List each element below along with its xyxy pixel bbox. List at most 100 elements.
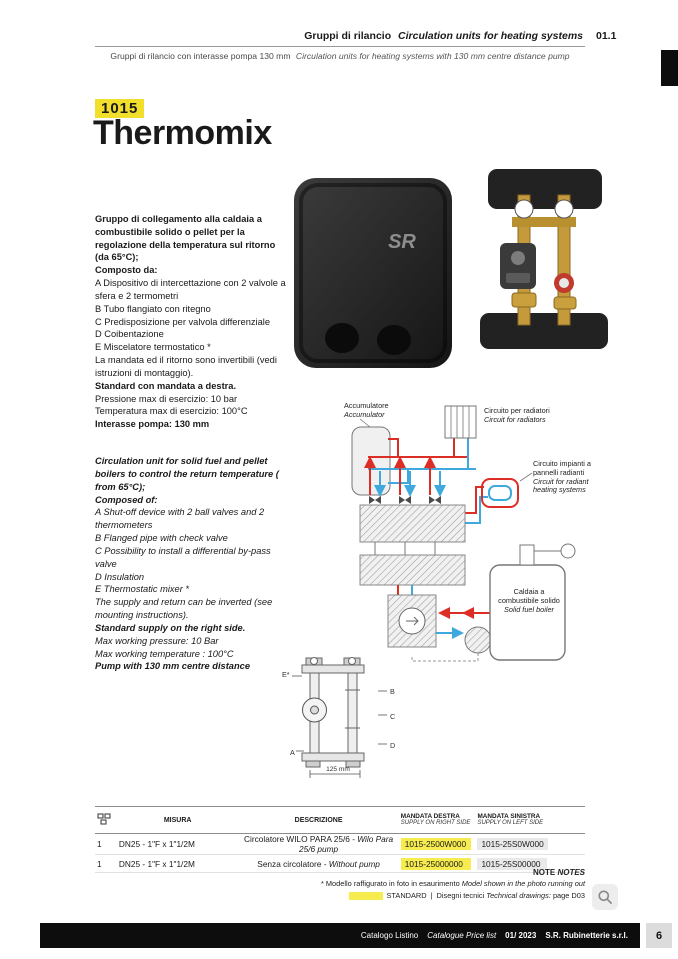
code-right-cell: 1015-2500W000 <box>400 838 478 850</box>
note-model-it: * Modello raffigurato in foto in esaurim… <box>320 879 462 888</box>
size-cell: DN25 - 1"F x 1"1/2M <box>118 839 195 849</box>
section-edge-tab <box>661 50 678 86</box>
drawings-it: Disegni tecnici <box>436 891 487 900</box>
supply-return-pipes <box>364 438 488 524</box>
schematic-drawing <box>351 405 576 662</box>
schematic-label-radiators: Circuito per radiatori Circuit for radia… <box>484 406 576 425</box>
desc-it-note-invert: La mandata ed il ritorno sono invertibil… <box>95 355 277 378</box>
desc-it-item-e: E Miscelatore termostatico * <box>95 342 211 353</box>
drawing-label-a: A <box>290 748 295 757</box>
product-table: MISURA DESCRIZIONE MANDATA DESTRA SUPPLY… <box>95 806 585 873</box>
code-left-value: 1015-25S0W000 <box>477 838 548 850</box>
left-supply-en: SUPPLY ON LEFT SIDE <box>477 820 544 827</box>
notes-title-it: NOTE <box>532 868 556 877</box>
description-cell: Circolatore WILO PARA 25/6 - Wilo Para 2… <box>236 834 400 854</box>
right-supply-it: MANDATA DESTRA <box>400 812 460 820</box>
notes-block: NOTE NOTES * Modello raffigurato in foto… <box>225 868 585 900</box>
desc-cell-it: Circolatore WILO PARA 25/6 - <box>244 834 358 844</box>
desc-cell-it: Senza circolatore - <box>257 858 329 869</box>
code-left-cell: 1015-25S0W000 <box>477 838 585 850</box>
right-supply-en: SUPPLY ON RIGHT SIDE <box>400 820 471 827</box>
boiler-label-en: Solid fuel boiler <box>504 604 554 614</box>
desc-it-item-b: B Tubo flangiato con ritegno <box>95 303 211 314</box>
footer-catalog-en: Catalogue Price list <box>427 931 497 940</box>
product-photo-unit <box>460 165 628 355</box>
search-icon[interactable] <box>592 884 618 910</box>
description-english: Circulation unit for solid fuel and pell… <box>95 455 291 673</box>
page-number: 6 <box>646 923 672 948</box>
drawing-label-b: B <box>390 687 395 696</box>
product-code-badge: 1015 <box>95 99 145 118</box>
code-right-cell: 1015-25000000 <box>400 857 478 870</box>
table-top-rule <box>95 806 585 807</box>
note-model-en: Model shown in the photo running out <box>461 879 585 888</box>
pump-group-symbol <box>387 585 437 648</box>
desc-en-item-e: E Thermostatic mixer * <box>95 584 190 595</box>
column-header-left-supply: MANDATA SINISTRA SUPPLY ON LEFT SIDE <box>477 813 585 827</box>
desc-en-intro: Circulation unit for solid fuel and pell… <box>95 456 279 492</box>
radiators-label-it: Circuito per radiatori <box>484 406 550 415</box>
table-row: 1 DN25 - 1"F x 1"1/2M Circolatore WILO P… <box>95 834 585 855</box>
boiler-label-it: Caldaia a combustibile solido <box>498 587 560 605</box>
header-rule <box>95 46 585 47</box>
desc-it-item-c: C Predisposizione per valvola differenzi… <box>95 316 271 327</box>
desc-it-intro: Gruppo di collegamento alla caldaia a co… <box>95 214 276 263</box>
accumulator-label-en: Accumulator <box>344 409 385 419</box>
note-model: * Modello raffigurato in foto in esaurim… <box>225 879 585 888</box>
desc-en-item-b: B Flanged pipe with check valve <box>95 533 228 544</box>
drawings-page: page D03 <box>552 891 585 900</box>
desc-en-composed: Composed of: <box>95 494 158 505</box>
notes-title-en: NOTES <box>557 868 585 877</box>
product-description: Gruppo di collegamento alla caldaia a co… <box>95 213 291 673</box>
radiant-label-it: Circuito impianti a pannelli radianti <box>533 459 591 477</box>
legend-drawings: Disegni tecnici Technical drawings: page… <box>437 891 585 900</box>
radiator-symbol <box>444 405 477 439</box>
desc-en-spec-temp: Max working temperature : 100°C <box>95 648 234 659</box>
code-right-value: 1015-2500W000 <box>400 838 471 850</box>
header-title-it: Gruppi di rilancio <box>304 30 392 42</box>
drawing-label-c: C <box>390 712 396 721</box>
desc-cell-en: Wilo Para 25/6 pump <box>298 834 394 854</box>
standard-label: STANDARD <box>386 891 427 900</box>
dimension-drawing <box>292 657 387 778</box>
desc-en-note-standard: Standard supply on the right side. <box>95 622 246 633</box>
desc-cell-en: Without pump <box>328 858 380 869</box>
standard-swatch <box>348 891 383 900</box>
desc-it-spec-pressure: Pressione max di esercizio: 10 bar <box>95 393 238 404</box>
footer-edition: 01/ 2023 <box>505 931 537 940</box>
code-left-value: 1015-25S00000 <box>477 857 548 870</box>
desc-it-item-d: D Coibentazione <box>95 329 164 340</box>
table-header-rule <box>95 833 585 834</box>
desc-it-note-standard: Standard con mandata a destra. <box>95 380 237 391</box>
section-number: 01.1 <box>596 30 617 42</box>
system-schematic <box>328 393 640 665</box>
desc-en-item-d: D Insulation <box>95 571 145 582</box>
description-italian: Gruppo di collegamento alla caldaia a co… <box>95 213 291 431</box>
column-header-right-supply: MANDATA DESTRA SUPPLY ON RIGHT SIDE <box>401 813 478 827</box>
boiler-symbol <box>489 543 576 661</box>
legend-separator: | <box>430 891 433 900</box>
notes-title: NOTE NOTES <box>225 868 585 877</box>
code-left-cell: 1015-25S00000 <box>477 857 585 870</box>
product-title: Thermomix <box>93 114 272 152</box>
drawing-dimension: 125 mm <box>326 766 350 773</box>
desc-en-spec-pressure: Max working pressure: 10 Bar <box>95 635 219 646</box>
schematic-label-boiler: Caldaia a combustibile solido Solid fuel… <box>495 587 563 614</box>
sr-logo: SR <box>388 231 416 253</box>
product-photo-insulated: SR <box>288 170 460 378</box>
desc-en-note-invert: The supply and return can be inverted (s… <box>95 597 273 621</box>
accumulator-label-it: Accumulatore <box>344 401 389 410</box>
legend-standard: STANDARD | Disegni tecnici Technical dra… <box>225 891 585 900</box>
insulated-box-image: SR <box>294 178 452 368</box>
package-icon <box>95 813 119 827</box>
radiant-label-en: Circuit for radiant heating systems <box>533 476 589 495</box>
desc-en-item-a: A Shut-off device with 2 ball valves and… <box>95 507 265 531</box>
schematic-label-radiant-circuit: Circuito impianti a pannelli radianti Ci… <box>533 459 613 495</box>
qty-cell: 1 <box>97 858 102 869</box>
schematic-label-accumulator: Accumulatore Accumulator <box>344 401 420 420</box>
header-title-en: Circulation units for heating systems <box>398 30 583 42</box>
technical-drawing <box>288 650 398 782</box>
qty-cell: 1 <box>97 839 102 849</box>
table-header: MISURA DESCRIZIONE MANDATA DESTRA SUPPLY… <box>95 807 585 833</box>
desc-it-spec-pump: Interasse pompa: 130 mm <box>95 419 210 430</box>
